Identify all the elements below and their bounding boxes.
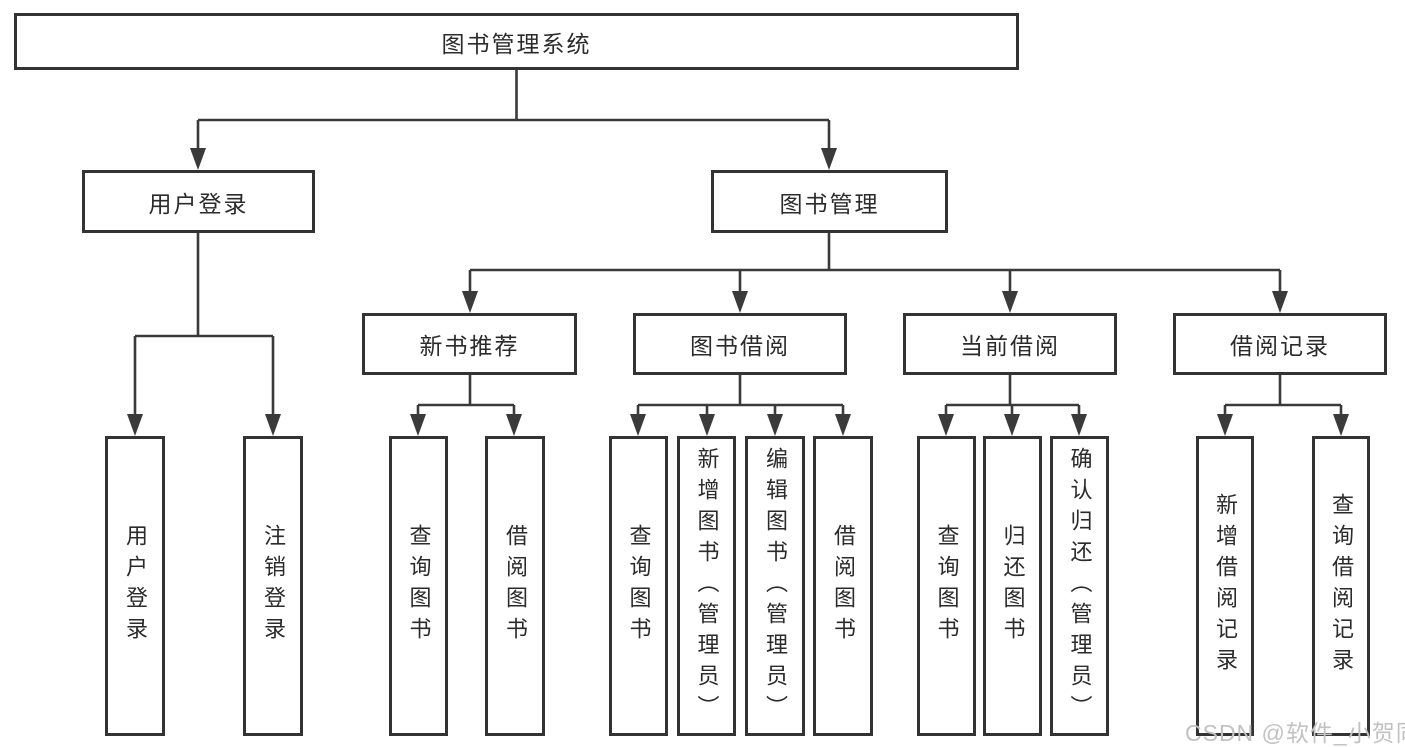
node-borrowing-records: 借阅记录: [1173, 313, 1387, 375]
leaf-user-login: 用户登录: [105, 436, 165, 736]
node-book-borrowing: 图书借阅: [633, 313, 847, 375]
leaf-query-books-current: 查询图书: [917, 436, 976, 736]
node-book-management: 图书管理: [711, 170, 948, 233]
leaf-query-books-borrow: 查询图书: [609, 436, 668, 736]
leaf-query-borrow-record: 查询借阅记录: [1312, 436, 1370, 736]
node-user-login: 用户登录: [82, 170, 315, 233]
node-current-borrowing: 当前借阅: [903, 313, 1117, 375]
watermark: CSDN @软件_小贺同学: [1185, 720, 1405, 746]
connector-arrowheads: [127, 148, 1349, 436]
leaf-query-books-recommend: 查询图书: [389, 436, 448, 736]
node-root-system: 图书管理系统: [14, 13, 1019, 70]
leaf-return-books: 归还图书: [983, 436, 1042, 736]
leaf-add-borrow-record: 新增借阅记录: [1196, 436, 1254, 736]
leaf-confirm-return-admin: 确认归还（管理员）: [1050, 436, 1109, 736]
leaf-borrow-books: 借阅图书: [813, 436, 873, 736]
leaf-logout: 注销登录: [243, 436, 303, 736]
leaf-edit-book-admin: 编辑图书（管理员）: [745, 436, 805, 736]
leaf-add-book-admin: 新增图书（管理员）: [677, 436, 736, 736]
leaf-borrow-books-recommend: 借阅图书: [485, 436, 545, 736]
connector-strokes: [133, 70, 1343, 417]
node-new-book-recommendation: 新书推荐: [362, 313, 577, 375]
